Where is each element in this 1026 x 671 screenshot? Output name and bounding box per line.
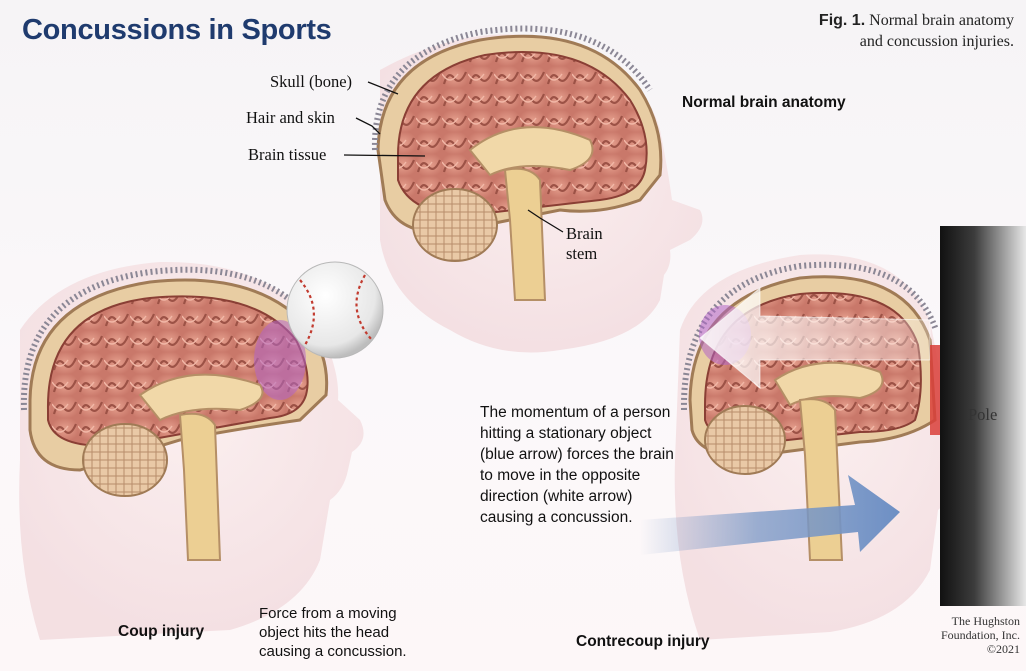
label-contrecoup-injury: Contrecoup injury <box>576 633 709 651</box>
credit-line3: ©2021 <box>987 642 1020 656</box>
label-brain-stem-line2: stem <box>566 244 597 263</box>
momentum-description: The momentum of a person hitting a stati… <box>480 402 680 528</box>
credit-line2: Foundation, Inc. <box>941 628 1020 642</box>
figure-number: Fig. 1. <box>819 12 865 29</box>
label-brain-stem: Brain stem <box>566 224 603 264</box>
label-hair-skin: Hair and skin <box>246 108 335 128</box>
credit-line1: The Hughston <box>952 614 1020 628</box>
force-description-line3: causing a concussion. <box>259 643 407 660</box>
contrecoup-head <box>675 254 975 640</box>
contrecoup-cerebellum <box>705 406 785 474</box>
force-description: Force from a moving object hits the head… <box>259 604 407 661</box>
figure-caption-line1: Normal brain anatomy <box>869 12 1014 29</box>
label-brain-tissue: Brain tissue <box>248 145 326 165</box>
label-brain-stem-line1: Brain <box>566 224 603 243</box>
baseball <box>287 262 383 358</box>
force-description-line2: object hits the head <box>259 624 389 641</box>
figure-caption: Fig. 1. Normal brain anatomy and concuss… <box>819 10 1014 52</box>
label-pole: Pole <box>968 405 997 425</box>
impact-mark <box>930 345 940 435</box>
force-description-line1: Force from a moving <box>259 605 397 622</box>
label-coup-injury: Coup injury <box>118 623 204 641</box>
credit: The Hughston Foundation, Inc. ©2021 <box>941 614 1020 656</box>
label-normal-anatomy: Normal brain anatomy <box>682 94 846 112</box>
normal-cerebellum <box>413 189 497 261</box>
figure-caption-line2: and concussion injuries. <box>860 33 1014 50</box>
normal-head <box>375 29 703 353</box>
page-title: Concussions in Sports <box>22 14 332 47</box>
coup-cerebellum <box>83 424 167 496</box>
label-skull: Skull (bone) <box>270 72 352 92</box>
